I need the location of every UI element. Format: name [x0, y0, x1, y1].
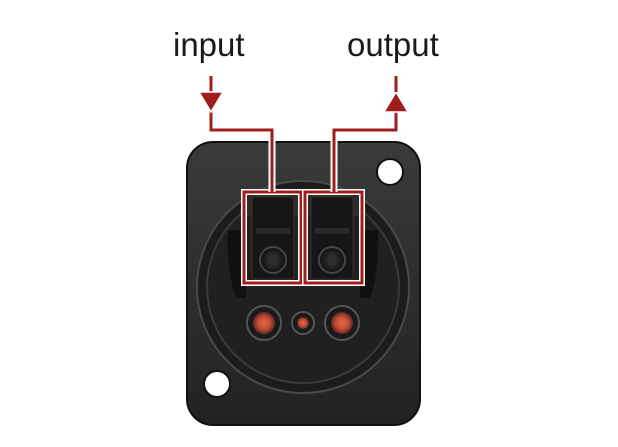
output-signal-path: [332, 112, 398, 192]
contact-center-glow: [297, 317, 309, 329]
output-port-core: [327, 255, 337, 265]
output-port-notch: [315, 228, 349, 234]
mounting-hole-bottom-left: [203, 370, 231, 398]
contact-right-glow: [331, 312, 353, 334]
output-label: output: [347, 26, 439, 63]
arrow-up-icon: [382, 90, 410, 113]
input-port-core: [268, 255, 278, 265]
arrow-down-icon: [197, 91, 225, 114]
input-label: input: [173, 26, 245, 63]
mounting-hole-top-right: [376, 158, 404, 186]
contact-left-glow: [253, 312, 275, 334]
input-port-notch: [256, 228, 290, 234]
input-signal-path: [209, 110, 274, 192]
